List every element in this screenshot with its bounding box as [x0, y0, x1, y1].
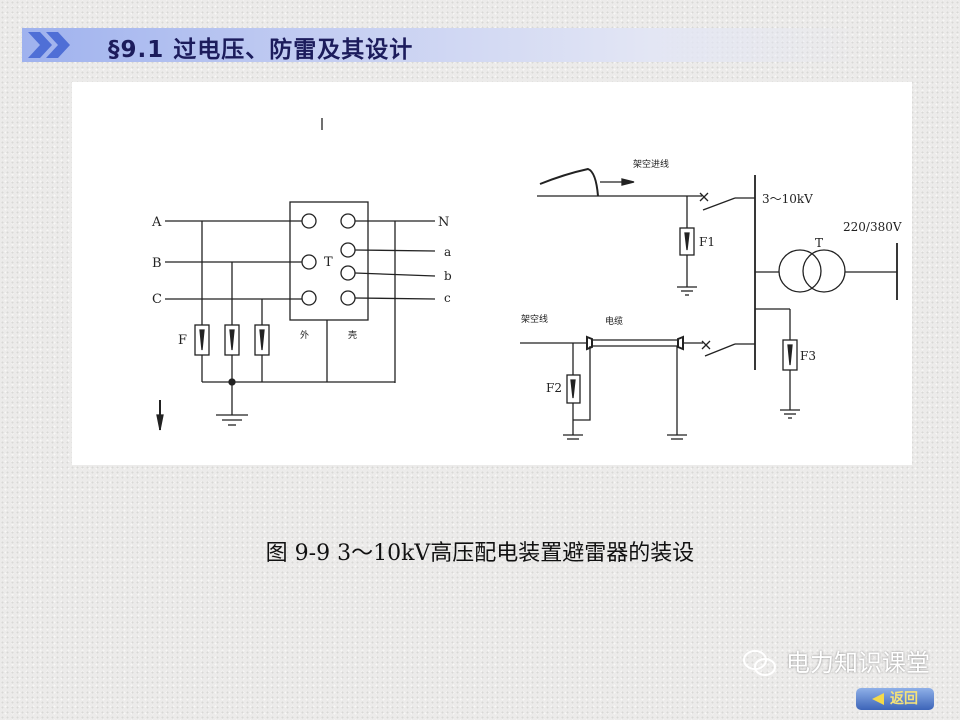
casing-label-1: 外 — [300, 329, 309, 341]
back-button[interactable]: 返回 — [856, 688, 934, 710]
right-diagram: 架空进线 3～10kV 220/380V T F1 F2 F3 架空线 电缆 — [520, 158, 902, 440]
back-button-label: 返回 — [890, 691, 918, 707]
cable-label: 电缆 — [605, 315, 623, 327]
lv-voltage-label: 220/380V — [843, 220, 902, 234]
arrester-f1-label: F1 — [699, 235, 715, 249]
diagram-canvas: A B C N a b c T F 外 壳 — [72, 82, 912, 465]
circuit-diagram: A B C N a b c T F 外 壳 — [151, 118, 902, 440]
arrester-f3-label: F3 — [800, 349, 816, 363]
output-label-n: N — [438, 215, 449, 230]
output-label-b: b — [444, 269, 452, 283]
left-diagram: A B C N a b c T F 外 壳 — [151, 118, 452, 431]
output-label-a: a — [444, 245, 451, 259]
phase-label-c: C — [152, 292, 162, 307]
transformer-t-label: T — [815, 236, 823, 250]
watermark: 电力知识课堂 — [742, 648, 930, 678]
watermark-text: 电力知识课堂 — [786, 649, 930, 677]
phase-label-a: A — [151, 215, 162, 230]
overhead-line-label: 架空线 — [521, 313, 548, 325]
arrow-left-icon — [872, 693, 884, 705]
transformer-label: T — [324, 255, 333, 270]
bus-voltage-label: 3～10kV — [762, 192, 813, 206]
header-band — [22, 28, 862, 62]
slide-title: §9.1 过电压、防雷及其设计 — [108, 37, 414, 63]
arrester-f2-label: F2 — [546, 381, 562, 395]
overhead-incoming-label: 架空进线 — [633, 158, 669, 170]
casing-label-2: 壳 — [348, 329, 357, 341]
figure-caption: 图 9-9 3～10kV高压配电装置避雷器的装设 — [265, 541, 695, 566]
phase-label-b: B — [152, 256, 162, 271]
output-label-c: c — [444, 291, 451, 305]
double-chevron-right-icon — [28, 32, 70, 58]
wechat-icon — [743, 650, 776, 676]
arrester-label: F — [178, 333, 187, 348]
